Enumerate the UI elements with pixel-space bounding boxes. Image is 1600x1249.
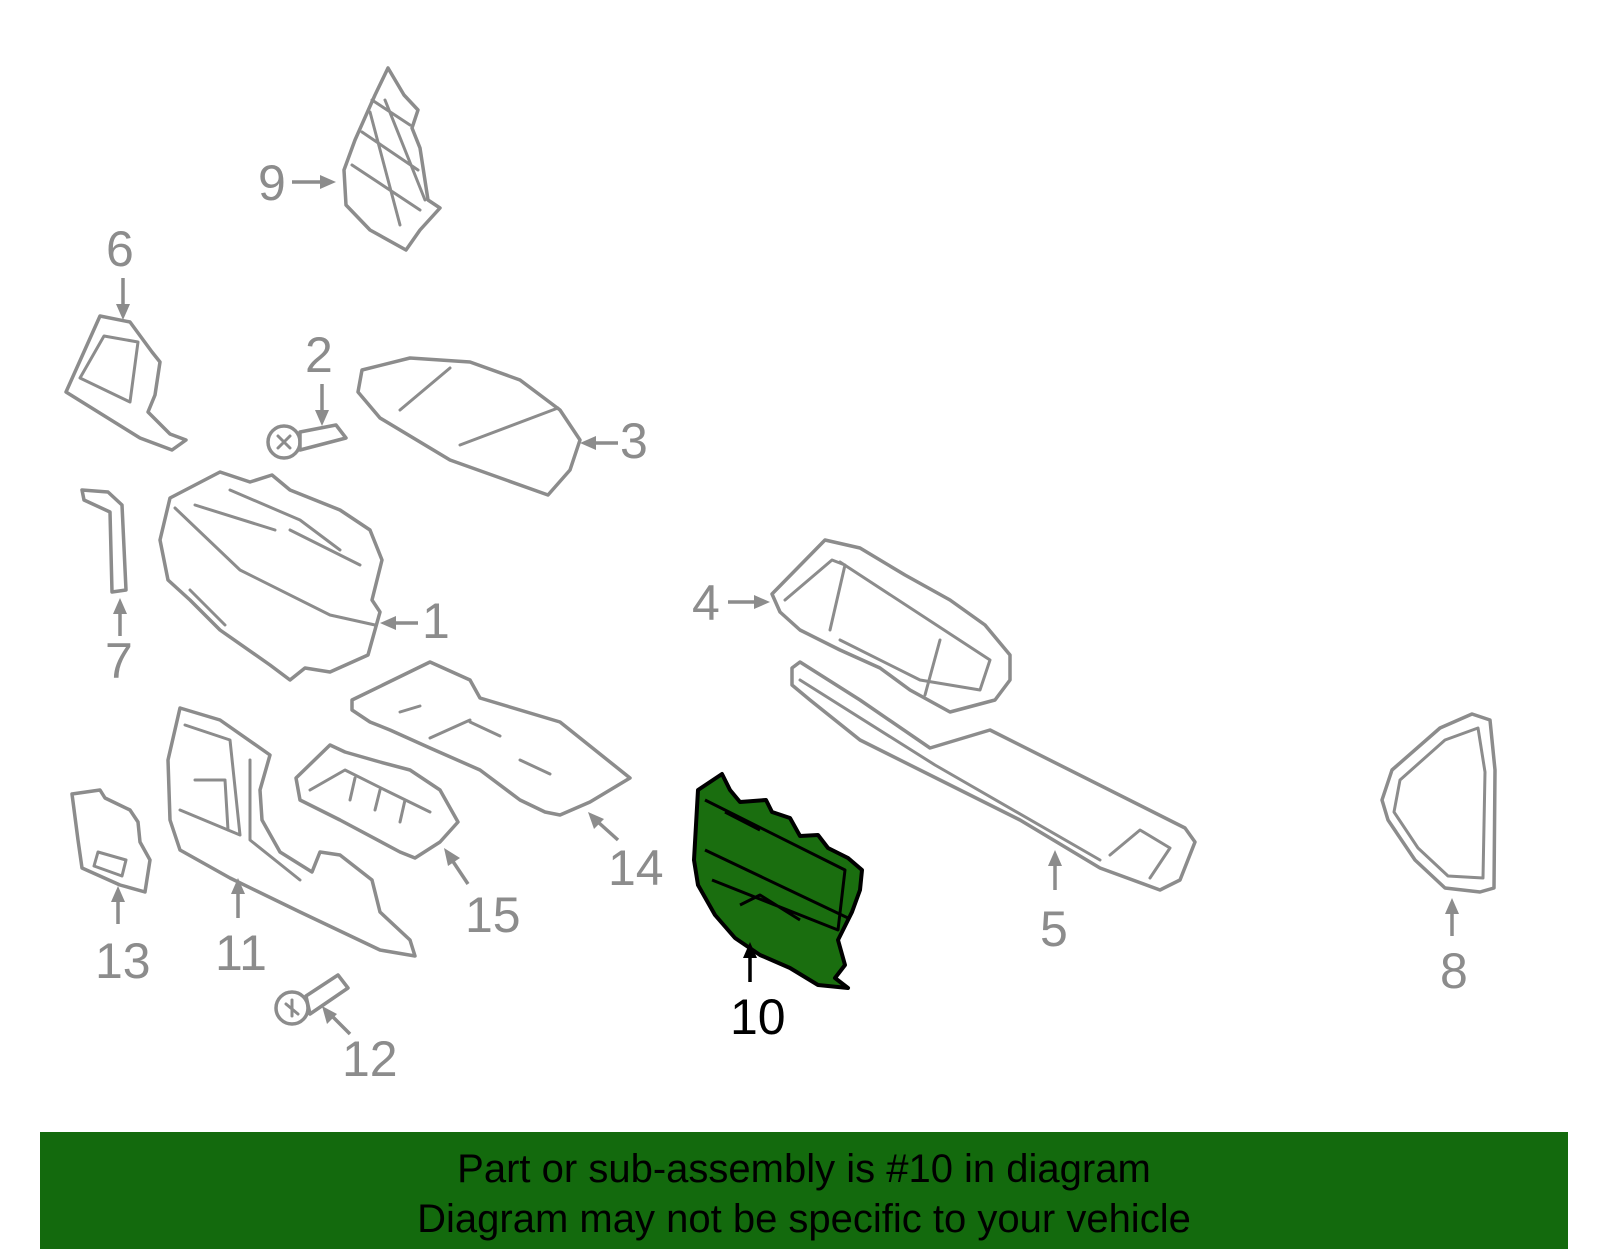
part-2 bbox=[266, 423, 348, 460]
callout-15: 15 bbox=[444, 848, 521, 943]
banner-background bbox=[40, 1132, 1568, 1249]
callout-label-1: 1 bbox=[422, 593, 450, 649]
callout-label-15: 15 bbox=[465, 887, 521, 943]
callout-label-9: 9 bbox=[258, 155, 286, 211]
callout-9: 9 bbox=[258, 155, 336, 211]
callout-5: 5 bbox=[1040, 850, 1068, 957]
callout-10: 10 bbox=[730, 942, 786, 1045]
callout-label-11: 11 bbox=[215, 925, 267, 981]
callout-label-6: 6 bbox=[106, 221, 134, 277]
part-10-highlighted bbox=[692, 772, 864, 990]
callout-14: 14 bbox=[588, 812, 664, 896]
callout-label-13: 13 bbox=[95, 933, 151, 989]
part-11 bbox=[166, 706, 417, 958]
part-12 bbox=[274, 973, 350, 1026]
callout-label-12: 12 bbox=[342, 1031, 398, 1087]
callout-12: 12 bbox=[322, 1006, 398, 1087]
callout-label-5: 5 bbox=[1040, 901, 1068, 957]
part-6 bbox=[64, 314, 188, 452]
info-banner: Part or sub-assembly is #10 in diagram D… bbox=[40, 1132, 1568, 1249]
callout-4: 4 bbox=[692, 575, 770, 631]
callout-label-3: 3 bbox=[620, 413, 648, 469]
callout-1: 1 bbox=[380, 593, 450, 649]
callout-label-8: 8 bbox=[1440, 943, 1468, 999]
part-4 bbox=[770, 538, 1012, 714]
part-13 bbox=[70, 788, 152, 894]
part-5 bbox=[790, 660, 1197, 892]
part-1 bbox=[158, 470, 384, 682]
part-9 bbox=[342, 66, 442, 252]
callout-8: 8 bbox=[1440, 898, 1468, 999]
banner-line-1: Part or sub-assembly is #10 in diagram bbox=[457, 1147, 1151, 1191]
part-3 bbox=[356, 356, 582, 497]
callout-6: 6 bbox=[106, 221, 134, 320]
part-8 bbox=[1380, 712, 1497, 894]
part-7 bbox=[80, 488, 128, 594]
part-14 bbox=[350, 660, 632, 817]
callout-label-2: 2 bbox=[305, 327, 333, 383]
callout-label-14: 14 bbox=[608, 840, 664, 896]
callout-7: 7 bbox=[105, 598, 133, 689]
callout-label-10: 10 bbox=[730, 989, 786, 1045]
part-15 bbox=[294, 743, 460, 860]
callout-3: 3 bbox=[580, 413, 648, 469]
callout-13: 13 bbox=[95, 886, 151, 989]
callout-label-4: 4 bbox=[692, 575, 720, 631]
callout-11: 11 bbox=[215, 878, 267, 981]
callout-label-7: 7 bbox=[105, 633, 133, 689]
callout-2: 2 bbox=[305, 327, 333, 426]
banner-line-2: Diagram may not be specific to your vehi… bbox=[417, 1197, 1191, 1241]
